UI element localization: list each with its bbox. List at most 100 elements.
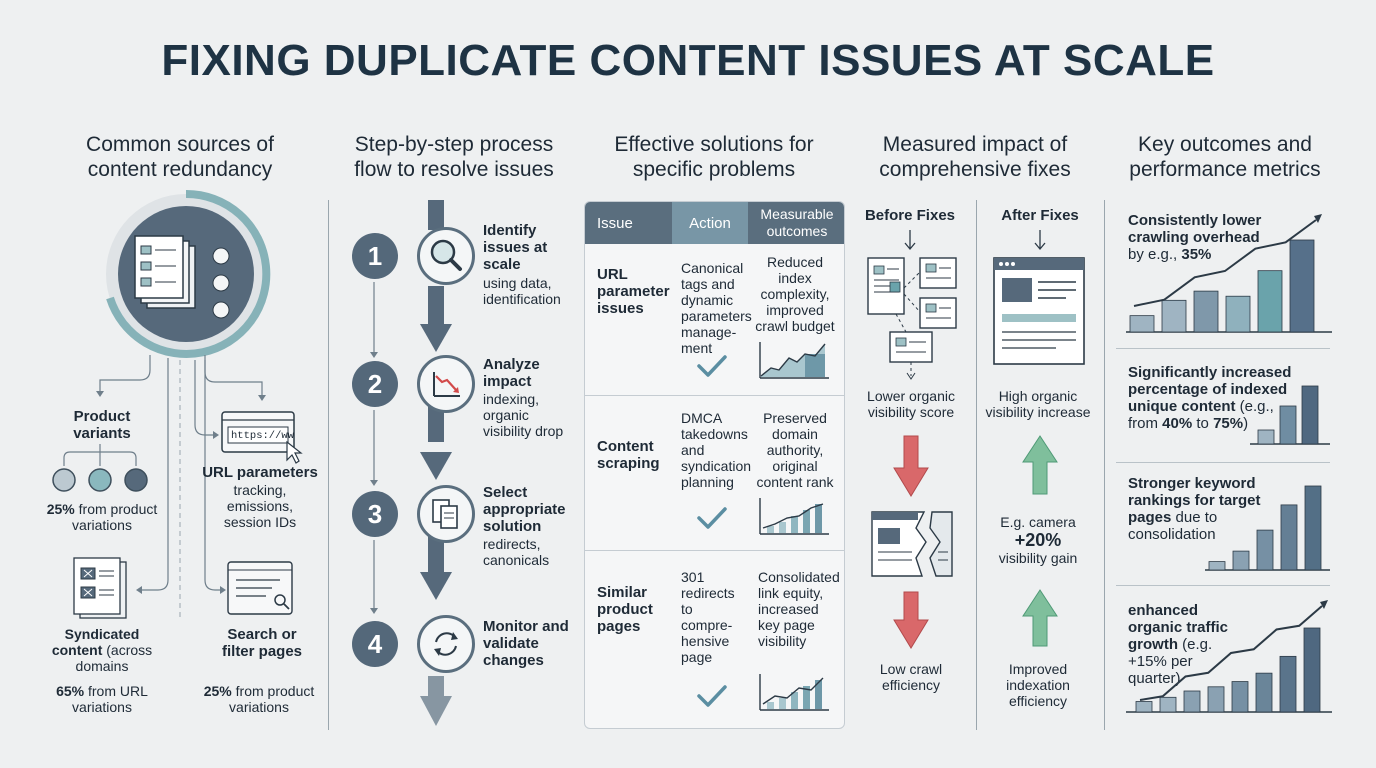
table-header-issue: Issue: [585, 202, 672, 244]
source-search-filter-stat: 25% from product variations: [203, 683, 315, 715]
before-fixes-label: Before Fixes: [864, 207, 956, 224]
column-heading-sources: Common sources of content redundancy: [86, 133, 274, 181]
step-number: 4: [352, 621, 398, 667]
step-number: 1: [352, 233, 398, 279]
solutions-table: Issue Action Measurable outcomes URL par…: [584, 201, 845, 729]
trend-line: [1139, 605, 1323, 701]
table-cell-outcome: Reduced index complexity, improved crawl…: [755, 254, 835, 334]
checkmark-icon: [697, 355, 727, 377]
step-desc: using data, identification: [483, 275, 561, 307]
source-url-parameters-title: URL parameters: [202, 464, 318, 481]
sources-diagram: [52, 190, 303, 620]
outcome-chart-rankings: [1205, 485, 1330, 571]
table-cell-action: Canonical tags and dynamic parameters ma…: [681, 260, 752, 356]
magnifier-icon: [417, 227, 475, 285]
step-title: Identify issues at scale: [483, 222, 548, 273]
column-heading-process: Step-by-step process flow to resolve iss…: [354, 133, 554, 181]
source-syndicated-stat: 65% from URL variations: [56, 683, 148, 715]
table-cell-outcome: Preserved domain authority, original con…: [756, 410, 834, 490]
trend-arrow-head: [1320, 600, 1328, 609]
after-gain-text: E.g. camera +20% visibility gain: [998, 514, 1078, 566]
chart-bar: [1280, 504, 1298, 571]
step-title: Monitor and validate changes: [483, 618, 569, 669]
source-syndicated-title: Syndicated content (across domains: [51, 626, 153, 674]
mini-bar-chart-icon: [759, 674, 829, 711]
impact-diagram: [867, 230, 1085, 649]
step-title: Analyze impact: [483, 356, 540, 390]
chart-bar: [1193, 290, 1219, 333]
chart-bar: [1208, 561, 1226, 571]
chart-bar: [1303, 627, 1321, 713]
table-cell-outcome: Consolidated link equity, increased key …: [758, 569, 840, 649]
table-cell-issue: URL parameter issues: [597, 266, 670, 317]
table-cell-action: 301 redirects to compre-hensive page: [681, 569, 735, 665]
chart-bar: [1279, 405, 1297, 445]
chart-bar: [1257, 270, 1283, 333]
chart-bar: [1279, 655, 1297, 713]
outcome-chart-crawling: [1126, 214, 1332, 333]
outcome-chart-indexed: [1250, 385, 1330, 445]
mini-bar-chart-icon: [759, 498, 829, 535]
outcome-text: enhanced organic traffic growth (e.g. +1…: [1128, 602, 1229, 687]
step-desc: redirects, canonicals: [483, 536, 550, 568]
chart-bar: [1159, 696, 1177, 713]
column-heading-outcomes: Key outcomes and performance metrics: [1129, 133, 1321, 181]
trend-arrow-head: [1314, 214, 1322, 223]
chart-bar: [1161, 299, 1187, 333]
before-crawl-text: Low crawl efficiency: [879, 661, 943, 693]
checkmark-icon: [697, 507, 727, 529]
url-bar-text: https://ww: [231, 430, 295, 442]
column-heading-solutions: Effective solutions for specific problem…: [614, 133, 814, 181]
table-cell-issue: Similar product pages: [597, 584, 653, 635]
chart-bar: [1289, 239, 1315, 333]
source-product-variants-stat: 25% from product variations: [46, 501, 158, 533]
chart-bar: [1231, 681, 1249, 713]
chart-bar: [1135, 701, 1153, 713]
page-title: FIXING DUPLICATE CONTENT ISSUES AT SCALE: [161, 36, 1215, 85]
column-separator: [328, 200, 329, 730]
step-title: Select appropriate solution: [483, 484, 566, 535]
column-heading-impact: Measured impact of comprehensive fixes: [879, 133, 1071, 181]
refresh-icon: [417, 615, 475, 673]
column-separator: [1104, 200, 1105, 730]
outcome-divider: [1116, 462, 1330, 463]
step-number: 2: [352, 361, 398, 407]
chart-bar: [1232, 550, 1250, 571]
documents-icon: [417, 485, 475, 543]
before-visibility-text: Lower organic visibility score: [867, 388, 955, 420]
chart-bar: [1255, 672, 1273, 713]
step-desc: indexing, organic visibility drop: [483, 391, 564, 439]
mini-area-chart-icon: [759, 342, 829, 379]
chart-bar: [1304, 485, 1322, 571]
outcome-text: Consistently lower crawling overhead by …: [1128, 212, 1262, 263]
chart-bar: [1256, 529, 1274, 571]
table-cell-issue: Content scraping: [597, 438, 660, 472]
table-divider: [585, 550, 844, 551]
step-number: 3: [352, 491, 398, 537]
after-visibility-text: High organic visibility increase: [985, 388, 1091, 420]
trend-line: [1133, 219, 1317, 307]
after-fixes-label: After Fixes: [1001, 207, 1079, 224]
source-url-parameters-desc: tracking, emissions, session IDs: [223, 482, 297, 530]
declining-chart-icon: [417, 355, 475, 413]
outcome-divider: [1116, 585, 1330, 586]
chart-bar: [1257, 429, 1275, 445]
table-header-action: Action: [672, 202, 748, 244]
table-header-outcomes: Measurable outcomes: [748, 202, 844, 244]
after-indexation-text: Improved indexation efficiency: [1006, 661, 1070, 709]
chart-bar: [1225, 295, 1251, 333]
chart-bar: [1129, 315, 1155, 333]
outcome-text: Significantly increased percentage of in…: [1128, 364, 1292, 432]
table-cell-action: DMCA takedowns and syndication planning: [681, 410, 752, 490]
chart-bar: [1207, 686, 1225, 713]
outcome-text: Stronger keyword rankings for target pag…: [1128, 475, 1261, 543]
column-separator: [976, 200, 977, 730]
table-divider: [585, 395, 844, 396]
chart-bar: [1183, 690, 1201, 713]
chart-bar: [1301, 385, 1319, 445]
outcome-divider: [1116, 348, 1330, 349]
checkmark-icon: [697, 685, 727, 707]
outcome-chart-traffic: [1126, 600, 1332, 713]
source-product-variants-title: Product variants: [73, 408, 131, 442]
source-search-filter-title: Search or filter pages: [221, 626, 303, 660]
